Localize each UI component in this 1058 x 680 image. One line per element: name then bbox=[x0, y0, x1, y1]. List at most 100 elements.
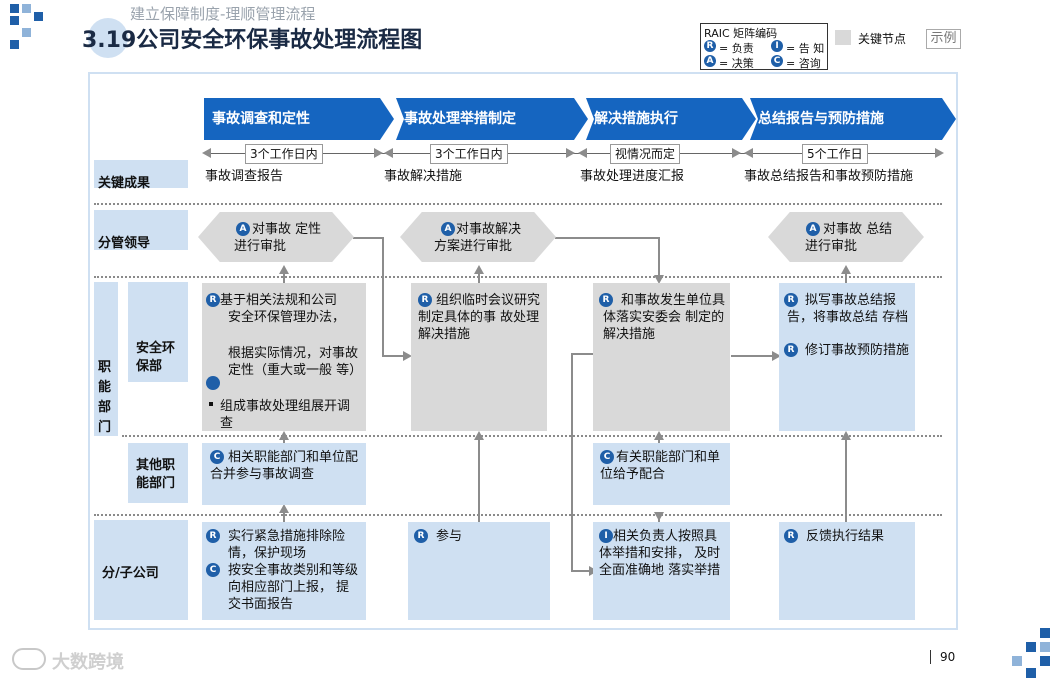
duration-4: 5个工作日 bbox=[802, 144, 868, 164]
leader-node-4 bbox=[768, 212, 924, 262]
c-badge: C bbox=[600, 450, 614, 464]
connector-line bbox=[731, 355, 775, 357]
raci-title: RAIC 矩阵编码 bbox=[704, 27, 778, 40]
connector-arrow bbox=[403, 351, 412, 361]
key-node-label: 关键节点 bbox=[858, 32, 907, 46]
example-label: 示例 bbox=[926, 29, 961, 49]
connector-line bbox=[478, 274, 480, 284]
row-separator bbox=[94, 514, 942, 516]
bullet bbox=[209, 402, 213, 406]
corner-square bbox=[1026, 642, 1036, 652]
timeline-arrow bbox=[384, 148, 393, 158]
connector-line bbox=[382, 237, 384, 357]
duration-2: 3个工作日内 bbox=[430, 144, 508, 164]
connector-arrow bbox=[279, 431, 289, 440]
corner-square bbox=[1040, 628, 1050, 638]
corner-square bbox=[1040, 642, 1050, 652]
raci-legend: RAIC 矩阵编码 R = 负责 I = 告 知 A = 决策 C = 咨询 bbox=[700, 23, 828, 70]
leader-node-1 bbox=[198, 212, 354, 262]
safety-text-1c: 根据实际情况，对事故定性（重大或一般 等） bbox=[228, 346, 363, 378]
corner-square bbox=[1026, 668, 1036, 678]
sub-text-4: 反馈执行结果 bbox=[806, 529, 885, 544]
sub-box-1 bbox=[202, 522, 366, 620]
timeline-arrow bbox=[566, 148, 575, 158]
safety-text-1d: 组成事故处理组展开调查 bbox=[220, 399, 351, 431]
result-2: 事故解决措施 bbox=[384, 169, 463, 184]
result-4: 事故总结报告和事故预防措施 bbox=[744, 169, 914, 184]
r-label: = 负责 bbox=[719, 42, 754, 55]
connector-arrow bbox=[474, 265, 484, 274]
r-badge: R bbox=[704, 40, 716, 52]
corner-square bbox=[34, 12, 43, 21]
connector-arrow bbox=[279, 504, 289, 513]
safety-text-4a: 拟写事故总结报告，将事故总结 存档 bbox=[787, 293, 909, 325]
phase-3: 解决措施执行 bbox=[586, 98, 756, 140]
other-box-3 bbox=[593, 443, 730, 505]
timeline-arrow bbox=[374, 148, 383, 158]
sub-text-3: 相关负责人按照具体举措和安排， 及时全面准确地 落实举措 bbox=[599, 529, 721, 578]
safety-text-4b: 修订事故预防措施 bbox=[805, 343, 910, 358]
a-badge: A bbox=[236, 222, 250, 236]
safety-box-3 bbox=[593, 283, 730, 431]
safety-text-1b: 安全环保管理办法， bbox=[228, 310, 346, 325]
row-label-key-result: 关键成果 bbox=[94, 160, 188, 191]
connector-arrow bbox=[654, 512, 664, 521]
corner-square bbox=[22, 28, 31, 37]
row-label-subsidiary: 分/子公司 bbox=[94, 520, 188, 620]
connector-arrow bbox=[841, 431, 851, 440]
result-1: 事故调查报告 bbox=[205, 169, 284, 184]
corner-square bbox=[22, 4, 31, 13]
connector-line bbox=[571, 570, 591, 572]
a-badge: A bbox=[704, 55, 716, 67]
duration-1: 3个工作日内 bbox=[245, 144, 323, 164]
c-badge: C bbox=[210, 450, 224, 464]
timeline-arrow bbox=[935, 148, 944, 158]
timeline-arrow bbox=[202, 148, 211, 158]
connector-line bbox=[571, 353, 593, 355]
watermark-logo bbox=[12, 648, 46, 670]
sub-text-2: 参与 bbox=[436, 529, 463, 544]
row-separator bbox=[94, 276, 942, 278]
c-label: = 咨询 bbox=[786, 57, 821, 70]
connector-arrow bbox=[279, 265, 289, 274]
r-badge: R bbox=[784, 529, 798, 543]
a-label: = 决策 bbox=[719, 57, 754, 70]
row-label-leader: 分管领导 bbox=[94, 210, 188, 251]
page-number: 90 bbox=[940, 650, 956, 664]
phase-2: 事故处理举措制定 bbox=[396, 98, 588, 140]
r-badge: R bbox=[206, 293, 220, 307]
connector-line bbox=[478, 440, 480, 522]
connector-arrow bbox=[772, 351, 781, 361]
page-title: 3.19公司安全环保事故处理流程图 bbox=[82, 28, 423, 53]
c-badge: C bbox=[206, 563, 220, 577]
connector-arrow bbox=[654, 431, 664, 440]
diagram-frame bbox=[88, 72, 958, 630]
connector-arrow bbox=[841, 265, 851, 274]
a-badge: A bbox=[806, 222, 820, 236]
status-dot bbox=[206, 376, 220, 390]
row-label-safety: 安全环保部 bbox=[128, 282, 188, 382]
safety-box-2 bbox=[411, 283, 547, 431]
corner-square bbox=[10, 4, 19, 13]
key-node-swatch bbox=[835, 30, 851, 45]
r-badge: R bbox=[784, 343, 798, 357]
sub-box-2 bbox=[408, 522, 550, 620]
section-subtitle: 建立保障制度-理顺管理流程 bbox=[130, 5, 316, 23]
i-badge: I bbox=[599, 529, 613, 543]
safety-text-2: 组织临时会议研究制定具体的事 故处理解决措施 bbox=[418, 293, 541, 342]
other-box-1 bbox=[202, 443, 366, 505]
corner-square bbox=[1012, 656, 1022, 666]
connector-line bbox=[845, 274, 847, 284]
timeline-arrow bbox=[732, 148, 741, 158]
row-label-other: 其他职能部门 bbox=[128, 443, 188, 503]
safety-text-1a: 基于相关法规和公司 bbox=[220, 293, 338, 308]
row-separator bbox=[122, 435, 942, 437]
leader-text-2: 对事故解决方案进行审批 bbox=[434, 222, 522, 254]
page-divider bbox=[930, 650, 931, 664]
timeline-arrow bbox=[744, 148, 753, 158]
watermark-text: 大数跨境 bbox=[52, 652, 124, 673]
leader-node-2 bbox=[400, 212, 556, 262]
r-badge: R bbox=[206, 529, 220, 543]
i-label: = 告 知 bbox=[786, 42, 825, 55]
duration-3: 视情况而定 bbox=[610, 144, 681, 164]
